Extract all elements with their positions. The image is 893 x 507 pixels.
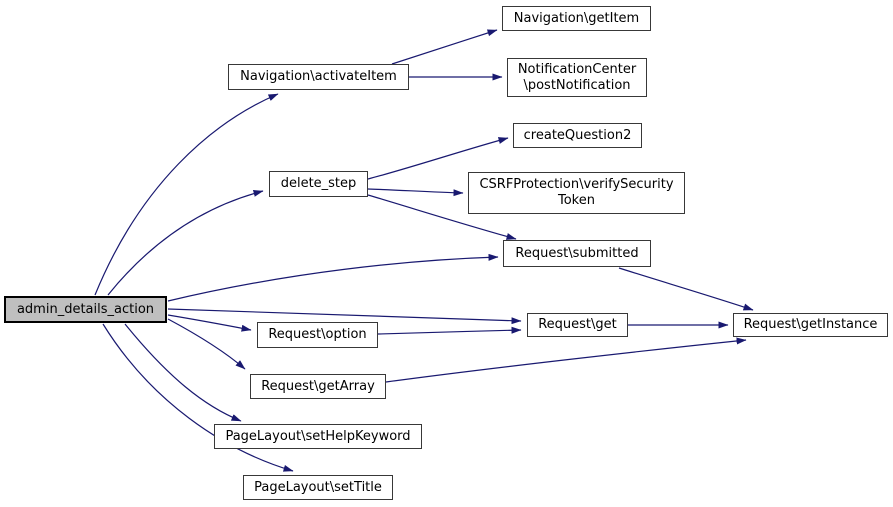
edge-delete-step-to-request-submitted xyxy=(367,194,517,240)
edge-delete-step-to-csrfprotection-verifysecuritytoken xyxy=(367,188,464,197)
edge-request-submitted-to-request-getinstance xyxy=(618,267,754,311)
edge-admin-details-action-to-request-option xyxy=(167,314,252,332)
edge-admin-details-action-to-pagelayout-settitle xyxy=(102,323,294,472)
node-request-getinstance[interactable]: Request\getInstance xyxy=(733,313,888,337)
edge-admin-details-action-to-request-get xyxy=(167,308,522,325)
edge-admin-details-action-to-request-submitted xyxy=(167,253,499,302)
edge-navigation-activateitem-to-navigation-getitem xyxy=(391,29,498,65)
edge-admin-details-action-to-pagelayout-sethelpkeyword xyxy=(124,323,242,422)
node-request-option[interactable]: Request\option xyxy=(257,322,378,348)
node-navigation-getitem[interactable]: Navigation\getItem xyxy=(502,6,651,31)
node-notificationcenter-postnotification[interactable]: NotificationCenter \postNotification xyxy=(507,58,647,97)
node-createquestion2[interactable]: createQuestion2 xyxy=(513,123,642,148)
node-request-get[interactable]: Request\get xyxy=(527,313,628,337)
edge-request-getarray-to-request-getinstance xyxy=(385,337,747,383)
node-pagelayout-settitle[interactable]: PageLayout\setTitle xyxy=(243,475,393,500)
node-request-submitted[interactable]: Request\submitted xyxy=(503,240,651,267)
edge-request-option-to-request-get xyxy=(377,326,522,335)
node-delete-step[interactable]: delete_step xyxy=(269,171,368,197)
node-admin-details-action: admin_details_action xyxy=(4,296,167,323)
node-csrfprotection-verifysecuritytoken[interactable]: CSRFProtection\verifySecurity Token xyxy=(468,172,685,214)
node-navigation-activateitem[interactable]: Navigation\activateItem xyxy=(228,64,409,90)
edge-delete-step-to-createquestion2 xyxy=(367,137,509,180)
node-pagelayout-sethelpkeyword[interactable]: PageLayout\setHelpKeyword xyxy=(214,424,422,449)
edge-admin-details-action-to-navigation-activateitem xyxy=(94,93,279,296)
edge-admin-details-action-to-delete-step xyxy=(107,190,264,296)
edge-admin-details-action-to-request-getarray xyxy=(167,318,246,370)
node-request-getarray[interactable]: Request\getArray xyxy=(250,374,386,399)
